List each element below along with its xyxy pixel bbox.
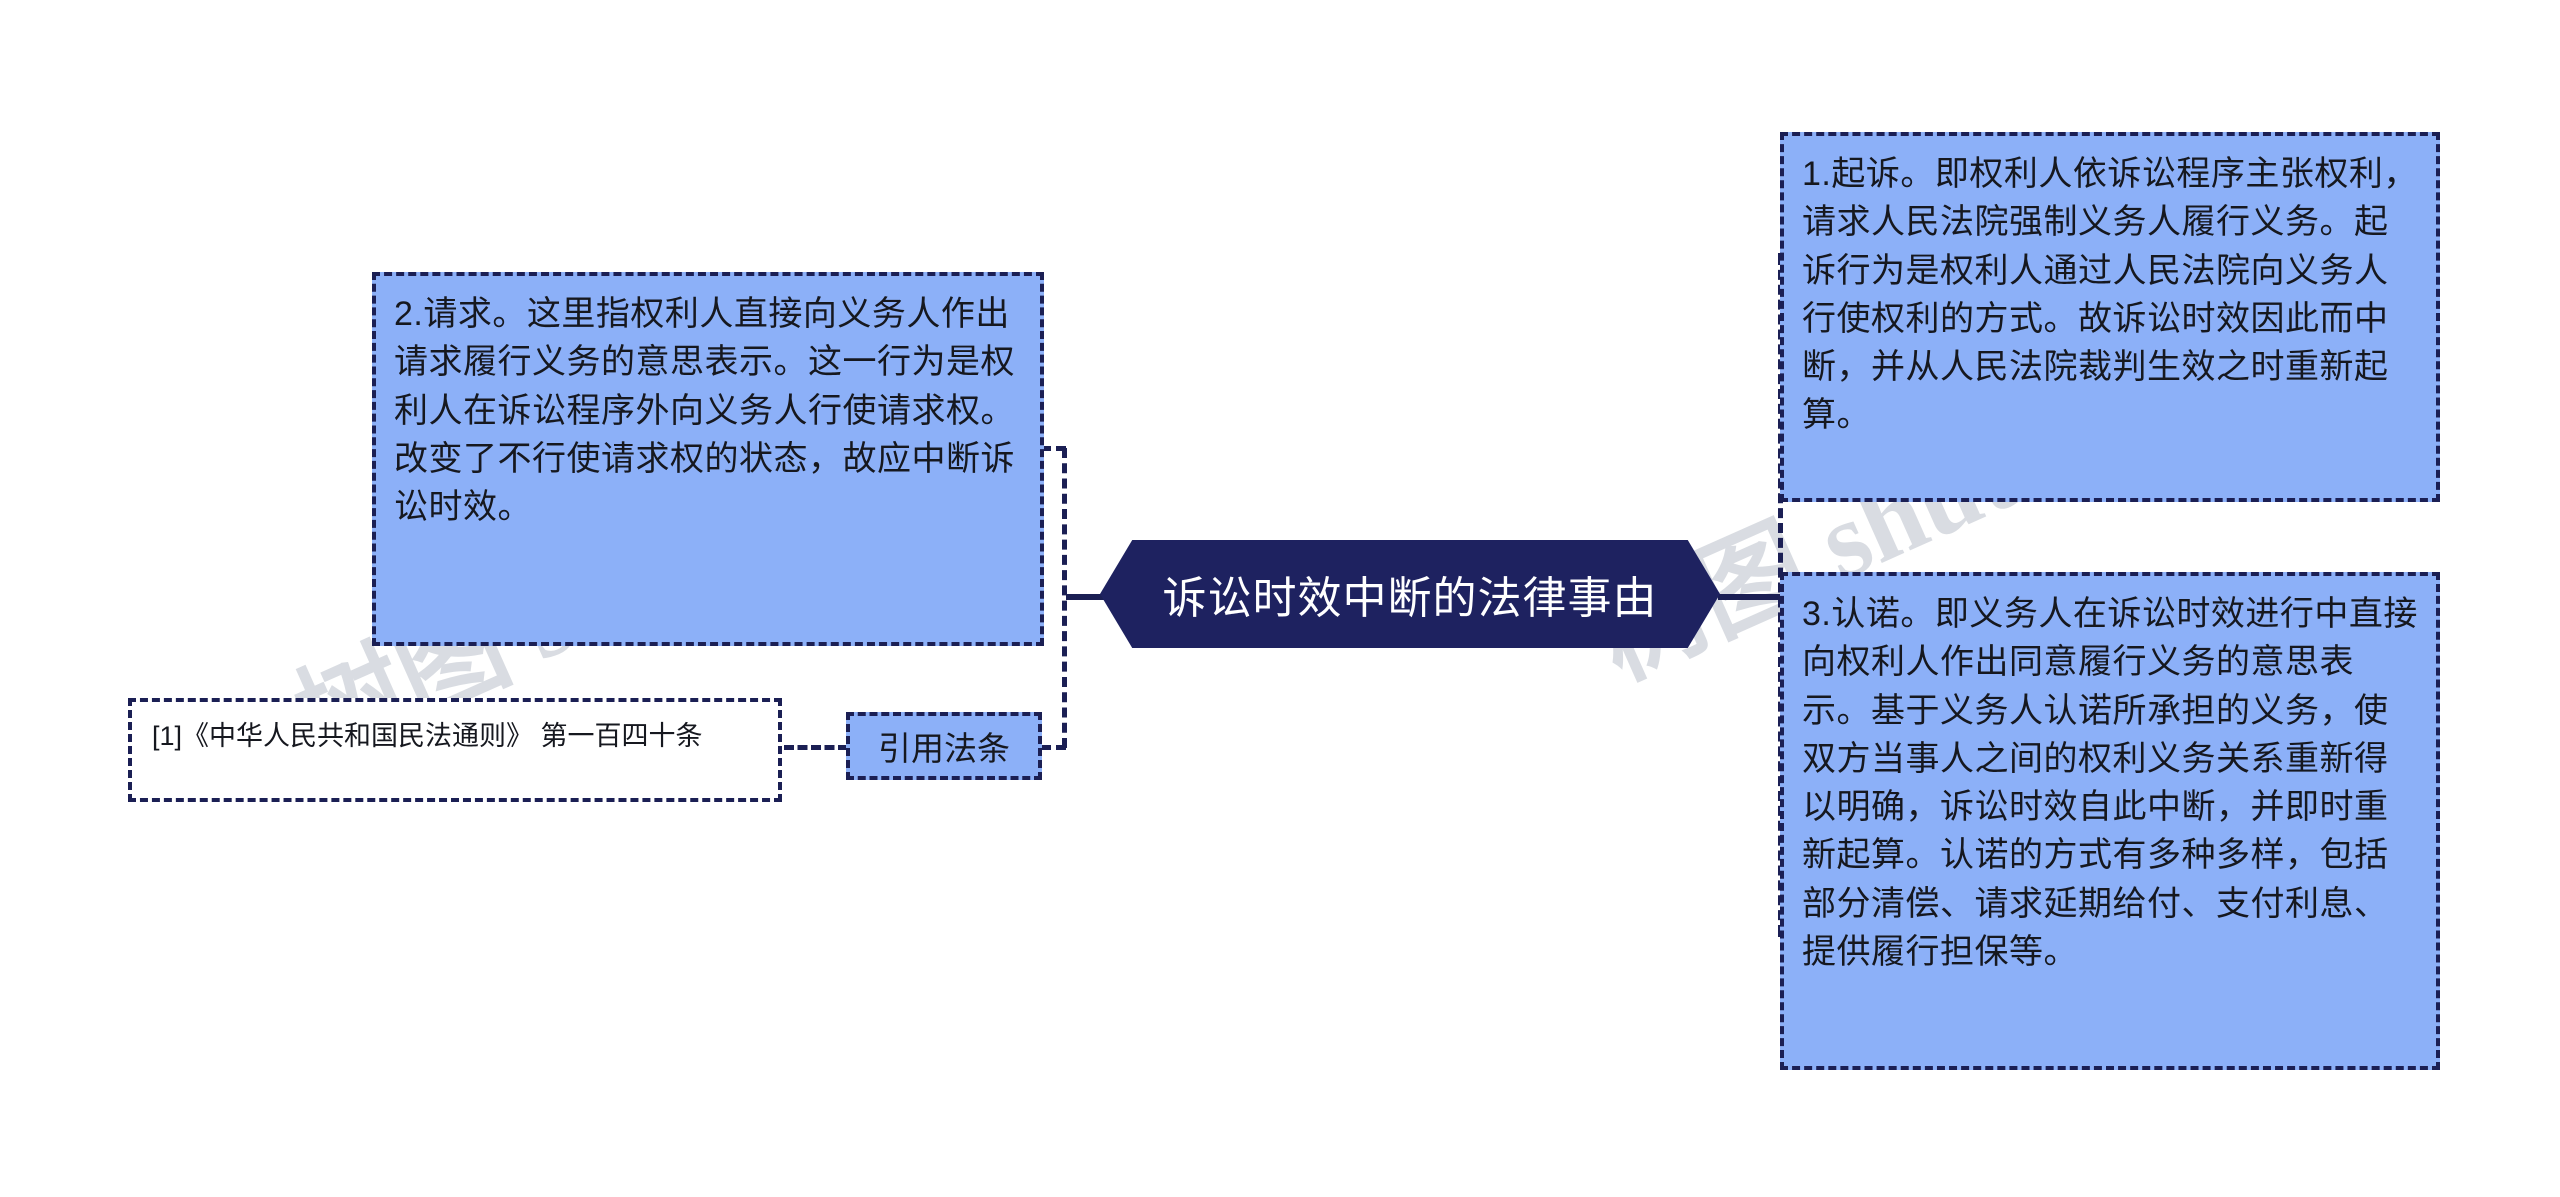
center-node-label: 诉讼时效中断的法律事由 (1162, 574, 1658, 623)
branch-node-right-bottom[interactable]: 3.认诺。即义务人在诉讼时效进行中直接向权利人作出同意履行义务的意思表示。基于义… (1780, 572, 2440, 1070)
branch-node-right-bottom-label: 3.认诺。即义务人在诉讼时效进行中直接向权利人作出同意履行义务的意思表示。基于义… (1802, 595, 2418, 971)
branch-node-left-top-label: 2.请求。这里指权利人直接向义务人作出请求履行义务的意思表示。这一行为是权利人在… (394, 295, 1015, 527)
connector-left-bottom-stub (1026, 745, 1066, 750)
connector-citation-stub (784, 745, 848, 750)
branch-node-citation-group[interactable]: 引用法条 (846, 712, 1042, 780)
connector-left-spine (1062, 448, 1067, 748)
branch-node-left-top[interactable]: 2.请求。这里指权利人直接向义务人作出请求履行义务的意思表示。这一行为是权利人在… (372, 272, 1044, 646)
center-node[interactable]: 诉讼时效中断的法律事由 (1100, 540, 1720, 648)
connector-left-top-stub (1026, 446, 1066, 451)
citation-box-label: [1]《中华人民共和国民法通则》 第一百四十条 (152, 721, 703, 751)
connector-center-right-stub (1718, 594, 1780, 600)
connector-center-left-stub (1066, 594, 1122, 600)
branch-node-right-top[interactable]: 1.起诉。即权利人依诉讼程序主张权利，请求人民法院强制义务人履行义务。起诉行为是… (1780, 132, 2440, 502)
citation-box[interactable]: [1]《中华人民共和国民法通则》 第一百四十条 (128, 698, 782, 802)
branch-node-right-top-label: 1.起诉。即权利人依诉讼程序主张权利，请求人民法院强制义务人履行义务。起诉行为是… (1802, 155, 2418, 435)
branch-node-citation-group-label: 引用法条 (878, 730, 1010, 767)
